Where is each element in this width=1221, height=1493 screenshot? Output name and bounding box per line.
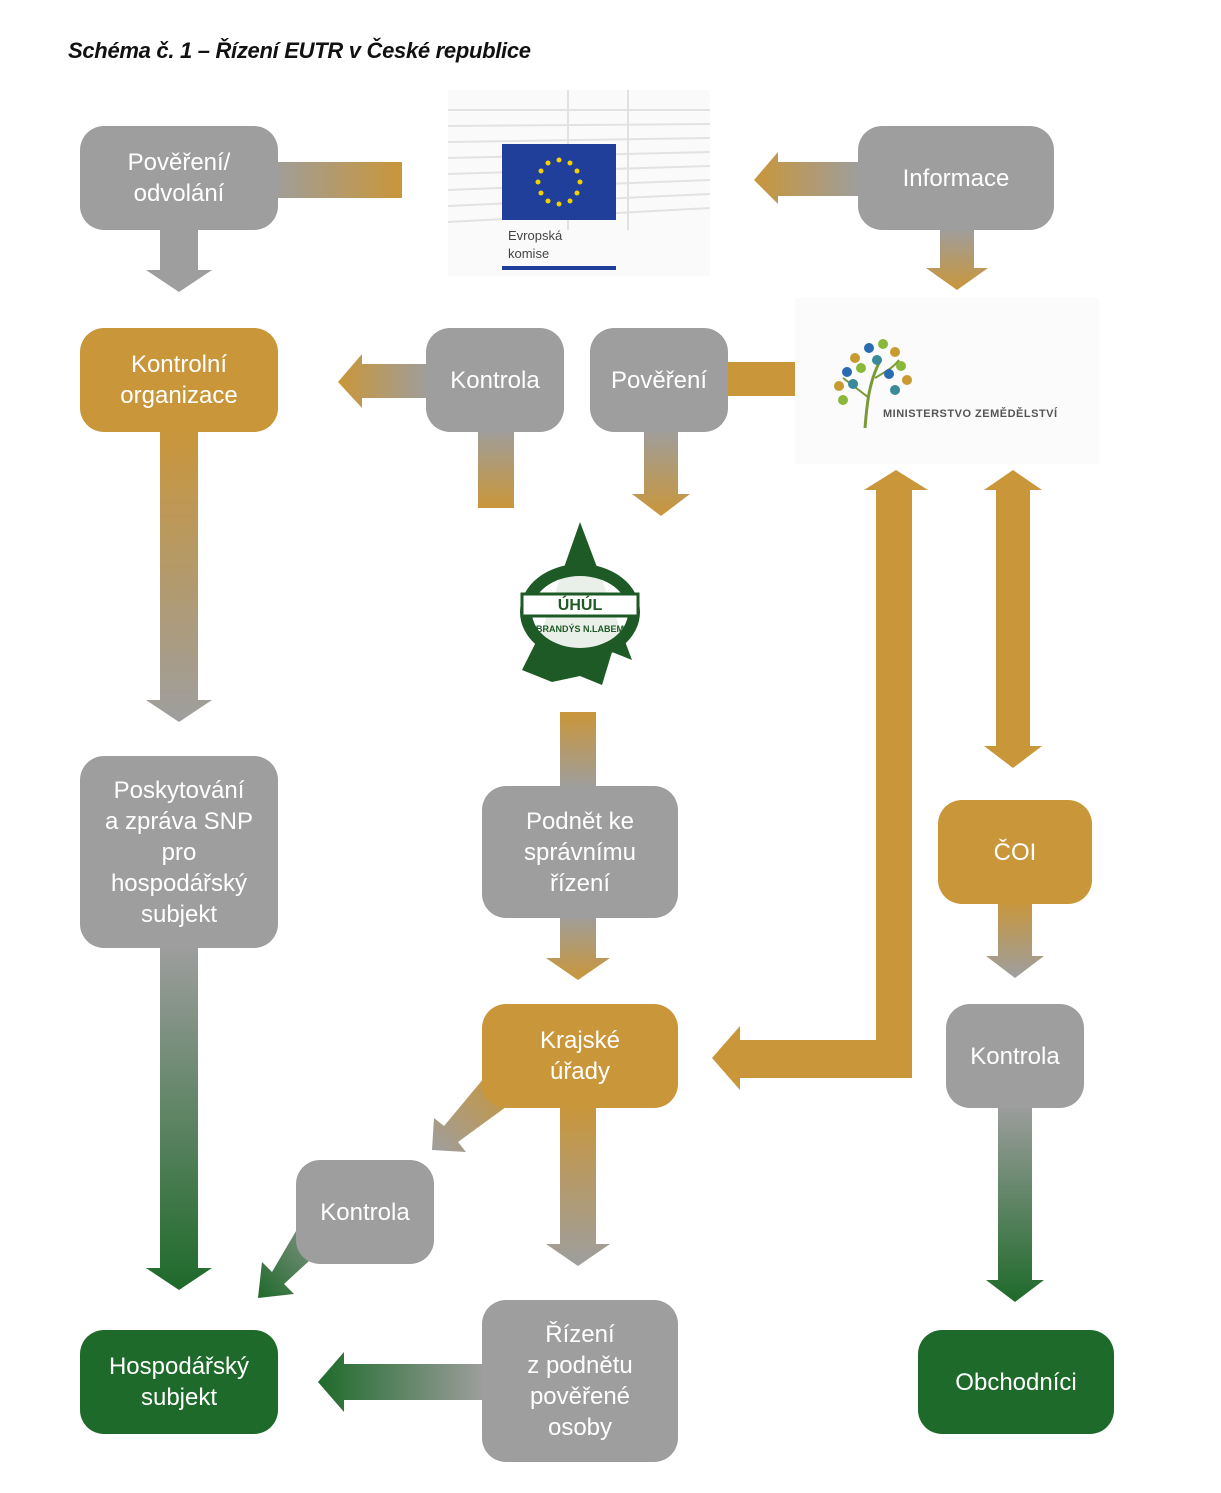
node-krajske-urady: Krajské úřady (482, 1004, 678, 1108)
arrow-kontrolni-to-poskytovani (146, 430, 212, 722)
node-povereni: Pověření (590, 328, 728, 432)
node-podnet: Podnět ke správnímu řízení (482, 786, 678, 918)
eu-logo-text-1: Evropská (508, 228, 563, 243)
eu-logo-text-2: komise (508, 246, 550, 261)
arrow-povereni-to-kontrolni (146, 228, 212, 292)
eu-commission-logo: Evropská komise (447, 90, 711, 276)
arrow-poskytovani-to-hospodarsky (146, 944, 212, 1290)
node-poskytovani: Poskytování a zpráva SNP pro hospodářský… (80, 756, 278, 948)
arrow-povereni-to-uhul (632, 428, 690, 516)
connector-ministry-to-povereni (725, 362, 795, 396)
connector-kontrola-down (478, 428, 514, 508)
ministry-logo-text: MINISTERSTVO ZEMĚDĚLSTVÍ (883, 408, 1058, 420)
diagram-title: Schéma č. 1 – Řízení EUTR v České republ… (68, 38, 531, 63)
node-informace: Informace (858, 126, 1054, 230)
arrow-ministry-to-coi (984, 470, 1042, 768)
connector-uhul-to-podnet (560, 712, 596, 788)
arrow-podnet-to-krajske (546, 914, 610, 980)
connector-eu-to-povereni (270, 162, 402, 198)
node-kontrolni-organizace: Kontrolní organizace (80, 328, 278, 432)
node-kontrola-top: Kontrola (426, 328, 564, 432)
uhul-logo: ÚHÚL BRANDÝS N.LABEM (512, 520, 648, 690)
node-obchodnici: Obchodníci (918, 1330, 1114, 1434)
arrow-coi-to-kontrola (986, 900, 1044, 978)
arrow-informace-to-ministry (926, 228, 988, 290)
arrow-krajske-to-rizeni (546, 1104, 610, 1266)
eu-building-graphic (447, 90, 711, 276)
arrow-informace-to-eu (754, 152, 860, 204)
uhul-logo-ring-text: BRANDÝS N.LABEM (535, 624, 624, 634)
arrow-rizeni-to-hospodarsky (318, 1352, 484, 1412)
node-coi: ČOI (938, 800, 1092, 904)
node-hospodarsky-subjekt: Hospodářský subjekt (80, 1330, 278, 1434)
arrow-ministry-to-krajske (712, 470, 928, 1090)
node-povereni-odvolani: Pověření/ odvolání (80, 126, 278, 230)
node-kontrola-right: Kontrola (946, 1004, 1084, 1108)
uhul-logo-name: ÚHÚL (557, 597, 603, 614)
uhul-emblem-icon (520, 522, 640, 685)
node-kontrola-left: Kontrola (296, 1160, 434, 1264)
arrow-kontrola-to-obchodnici (986, 1104, 1044, 1302)
node-rizeni: Řízení z podnětu pověřené osoby (482, 1300, 678, 1462)
arrow-kontrola-to-kontrolni (338, 354, 430, 408)
ministry-logo: MINISTERSTVO ZEMĚDĚLSTVÍ (795, 298, 1099, 464)
tree-icon (795, 298, 1099, 464)
